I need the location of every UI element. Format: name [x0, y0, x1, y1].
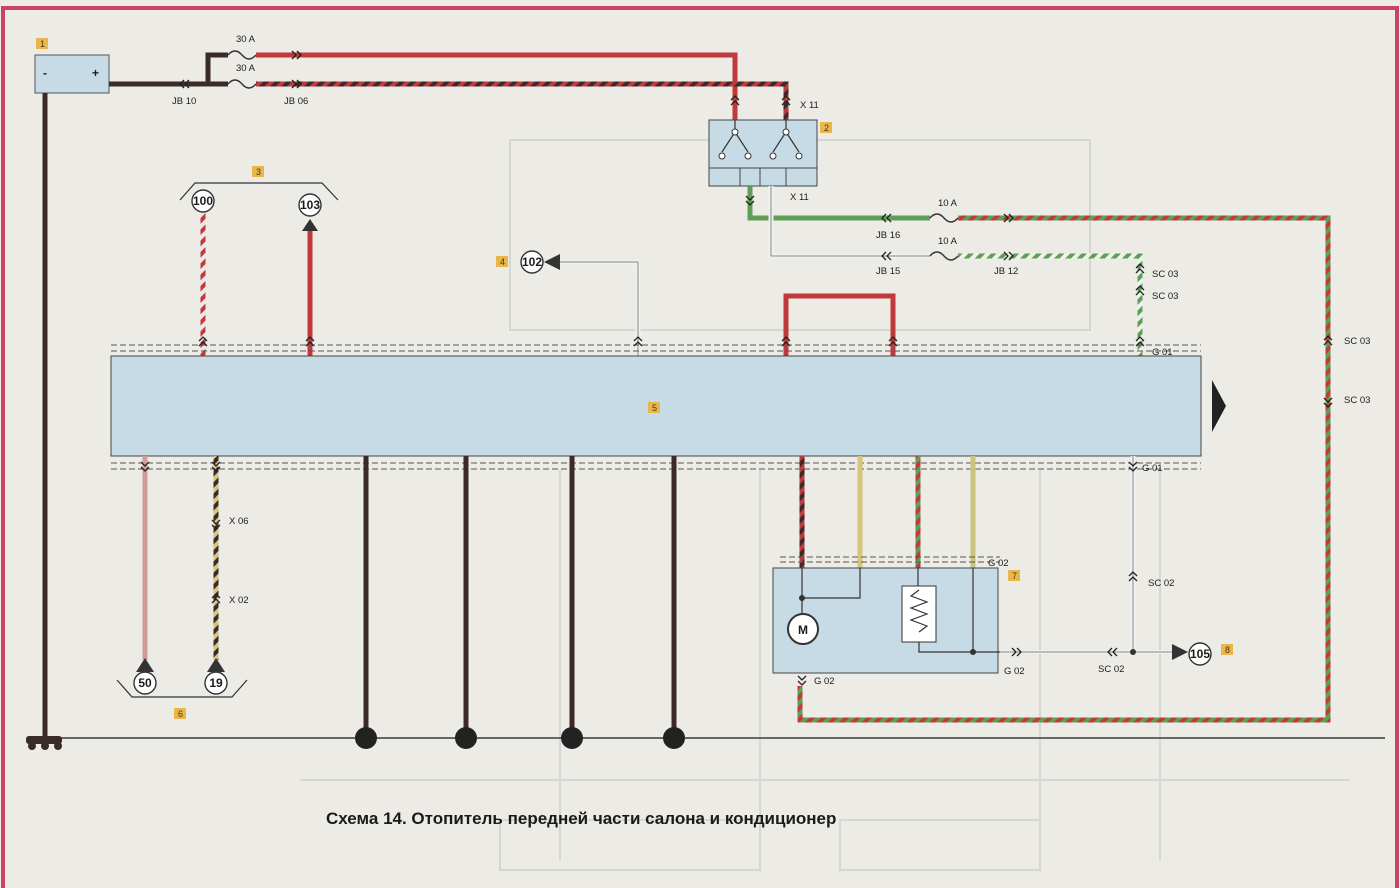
label-g01-top: G 01	[1152, 347, 1173, 358]
diagram-title: Схема 14. Отопитель передней части салон…	[326, 809, 836, 828]
label-sc02-b: SC 02	[1098, 664, 1124, 675]
tag-5: 5	[652, 403, 657, 413]
battery: - +	[34, 54, 110, 94]
tags: 1 2 3 4 5 6 7 8	[36, 38, 1233, 719]
bracket-6	[116, 679, 248, 698]
ref-100-label: 100	[193, 194, 213, 208]
ref-103-label: 103	[300, 198, 320, 212]
fuse-10a-top-label: 10 A	[938, 198, 958, 209]
label-sc03-a: SC 03	[1152, 269, 1178, 280]
fuse-10a-bottom-label: 10 A	[938, 236, 958, 247]
tag-8: 8	[1225, 645, 1230, 655]
motor-icon	[787, 613, 819, 645]
label-g02-side: G 02	[1004, 666, 1025, 677]
wire-red-loop	[783, 293, 896, 356]
resistor-icon	[901, 585, 937, 643]
ref-103: 103	[298, 193, 322, 231]
wire-redblack-to-relay	[256, 81, 789, 120]
wire-greenwhite-g01	[958, 253, 1143, 356]
label-jb16: JB 16	[876, 230, 900, 241]
fuse-30a-bottom-label: 30 A	[236, 63, 256, 74]
ground-wires	[355, 456, 685, 749]
ref-100: 100	[191, 189, 215, 213]
ref-19-label: 19	[209, 676, 223, 690]
tag-2: 2	[824, 123, 829, 133]
wire-redstripe-loop	[797, 215, 1331, 723]
ref-50-label: 50	[138, 676, 152, 690]
label-sc03-b: SC 03	[1152, 291, 1178, 302]
label-x11-bottom: X 11	[790, 192, 809, 203]
fuse-30a-top-label: 30 A	[236, 34, 256, 45]
label-g01-bottom: G 01	[1142, 463, 1163, 474]
tag-4: 4	[500, 257, 505, 267]
fuse-30a-bottom: 30 A	[227, 63, 257, 89]
wire-red-to-relay	[256, 52, 738, 120]
ground-symbol	[26, 736, 62, 750]
label-jb10: JB 10	[172, 96, 196, 107]
wire-green-relay-out	[747, 186, 930, 221]
control-module	[110, 344, 1226, 470]
relay-box	[708, 119, 818, 187]
ref-19: 19	[204, 658, 228, 695]
battery-minus: -	[43, 66, 47, 80]
label-sc03-c: SC 03	[1344, 336, 1370, 347]
tag-6: 6	[178, 709, 183, 719]
tag-7: 7	[1012, 571, 1017, 581]
ref-105-label: 105	[1190, 647, 1210, 661]
label-jb12: JB 12	[994, 266, 1018, 277]
connector-marks-top	[179, 50, 302, 89]
ghost-background	[300, 139, 1350, 871]
label-sc02-a: SC 02	[1148, 578, 1174, 589]
label-sc03-d: SC 03	[1344, 395, 1370, 406]
label-g02-bottom: G 02	[814, 676, 835, 687]
page-border	[1, 6, 1399, 888]
label-x11-top: X 11	[800, 100, 819, 111]
tag-3: 3	[256, 167, 261, 177]
battery-plus: +	[92, 66, 99, 80]
battery-feed-wires	[109, 52, 228, 87]
tag-1: 1	[40, 39, 45, 49]
fuse-10a-top: 10 A	[929, 198, 959, 223]
blower-module: M	[772, 556, 1133, 674]
ref-105: 105	[1172, 642, 1212, 666]
label-x06: X 06	[229, 516, 249, 527]
label-x02: X 02	[229, 595, 249, 606]
bracket-3	[179, 182, 339, 201]
ref-50: 50	[133, 658, 157, 695]
fuse-10a-bottom: 10 A	[929, 236, 959, 261]
ref-102-label: 102	[522, 255, 542, 269]
ref-102: 102	[520, 250, 560, 274]
connector-marks	[140, 95, 1333, 686]
fuse-30a-top: 30 A	[227, 34, 257, 60]
motor-label: M	[798, 623, 808, 637]
label-jb06: JB 06	[284, 96, 308, 107]
label-g02-top: G 02	[988, 558, 1009, 569]
label-jb15: JB 15	[876, 266, 900, 277]
